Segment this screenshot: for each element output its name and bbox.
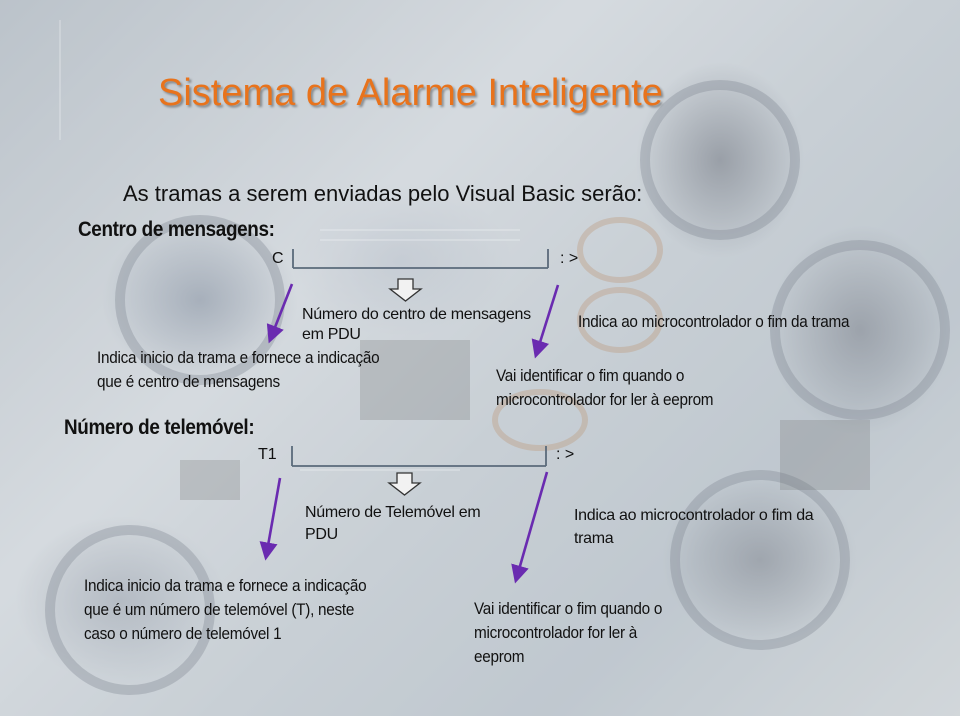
end-indicator-label-2: Indica ao microcontrolador o fim da tram… [574,504,814,550]
center-number-label-2-line1: Número de Telemóvel em [305,504,481,521]
start-indicator-label-1-line2: que é centro de mensagens [97,372,280,391]
pointer-start-2 [259,477,282,561]
eeprom-read-label-2-line3: eeprom [474,647,525,666]
eeprom-read-label-2-line2: microcontrolador for ler à [474,623,638,642]
start-indicator-label-2-line3: caso o número de telemóvel 1 [84,624,282,643]
start-indicator-label-2-line1: Indica inicio da trama e fornece a indic… [84,576,367,595]
start-indicator-label-1-line1: Indica inicio da trama e fornece a indic… [97,348,380,367]
frame-start-t1: T1 [258,446,277,463]
slide-subtitle: As tramas a serem enviadas pelo Visual B… [123,181,643,206]
start-indicator-label-1: Indica inicio da trama e fornece a indic… [97,346,380,394]
center-number-label-1: Número do centro de mensagens em PDU [302,305,531,345]
pointer-end-1 [531,284,560,359]
eeprom-read-label-1-line1: Vai identificar o fim quando o [496,366,685,385]
eeprom-read-label-1: Vai identificar o fim quando o microcont… [496,364,714,412]
down-block-arrow-2 [387,472,422,496]
heading-centro-mensagens: Centro de mensagens: [78,218,275,241]
frame-start-c: C [272,250,284,267]
start-indicator-label-2-line2: que é um número de telemóvel (T), neste [84,600,355,619]
pointer-end-2 [511,471,549,584]
eeprom-read-label-1-line2: microcontrolador for ler à eeprom [496,390,714,409]
down-block-arrow-1 [388,278,423,302]
center-number-label-2: Número de Telemóvel em PDU [305,502,481,546]
end-indicator-label-2-line2: trama [574,530,614,547]
end-indicator-label-2-line1: Indica ao microcontrolador o fim da [574,507,814,524]
eeprom-read-label-2-line1: Vai identificar o fim quando o [474,599,663,618]
pointer-start-1 [266,283,294,344]
center-number-label-1-line2: em PDU [302,326,361,343]
eeprom-read-label-2: Vai identificar o fim quando o microcont… [474,597,662,669]
center-number-label-1-line1: Número do centro de mensagens [302,306,531,323]
start-indicator-label-2: Indica inicio da trama e fornece a indic… [84,574,367,646]
end-indicator-label-1: Indica ao microcontrolador o fim da tram… [578,312,850,331]
frame-bracket-1 [292,249,549,269]
heading-numero-telemovel: Número de telemóvel: [64,416,255,439]
frame-end-2: : > [556,446,575,463]
frame-end-1: : > [560,250,579,267]
slide-title: Sistema de Alarme Inteligente [158,72,663,114]
center-number-label-2-line2: PDU [305,526,338,543]
frame-bracket-2 [291,446,547,467]
